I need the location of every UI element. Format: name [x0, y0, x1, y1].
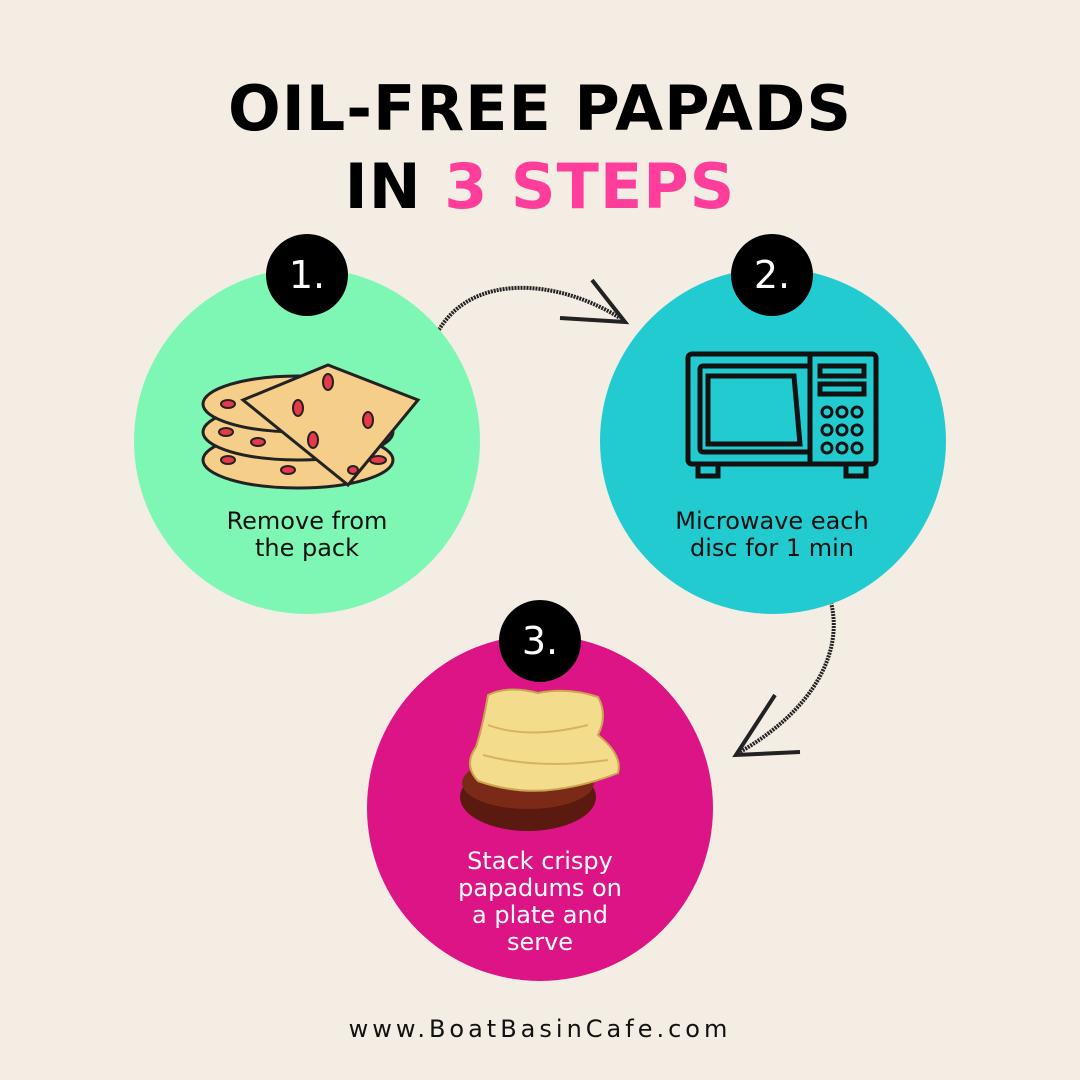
caption-line: Remove from	[226, 507, 388, 535]
papad-stack-icon	[201, 363, 421, 490]
caption-line: Stack crispy	[467, 847, 613, 875]
step-2-badge: 2.	[731, 234, 813, 316]
step-1-badge: 1.	[266, 234, 348, 316]
website-footer: www.BoatBasinCafe.com	[348, 1015, 732, 1043]
step-3-badge: 3.	[499, 600, 581, 682]
step-2-caption: Microwave each disc for 1 min	[625, 508, 919, 562]
title-line-1: OIL-FREE PAPADS	[228, 72, 852, 145]
title-accent: 3 STEPS	[444, 150, 736, 223]
caption-line: papadums on	[458, 874, 622, 902]
caption-line: Microwave each	[675, 507, 869, 535]
caption-line: a plate and	[472, 901, 608, 929]
caption-line: the pack	[254, 534, 360, 562]
title-prefix: IN	[344, 150, 445, 223]
step-2-circle	[600, 268, 946, 614]
title-line-2: IN 3 STEPS	[0, 150, 1080, 223]
caption-line: disc for 1 min	[689, 534, 854, 562]
microwave-icon	[685, 351, 879, 479]
caption-line: serve	[506, 928, 574, 956]
step-3-caption: Stack crispy papadums on a plate and ser…	[390, 848, 690, 956]
crispy-papad-plate-icon	[460, 688, 620, 831]
step-1-caption: Remove from the pack	[160, 508, 454, 562]
